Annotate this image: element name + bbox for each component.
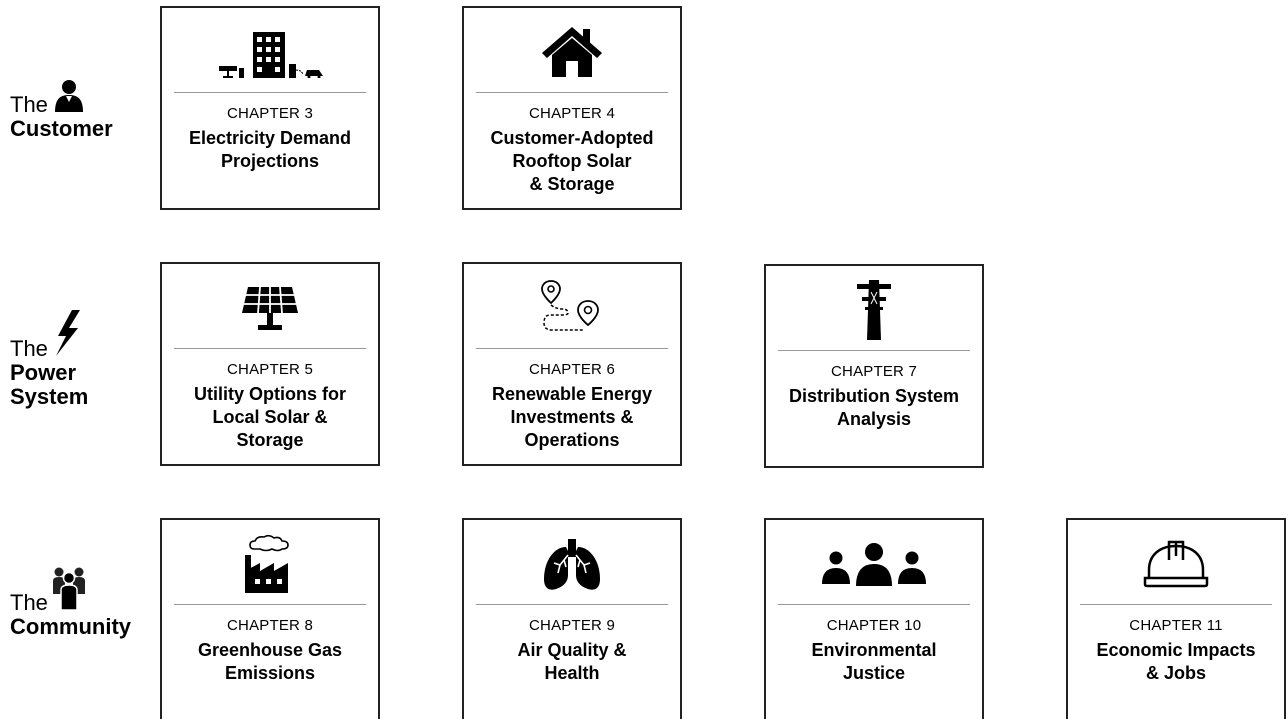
row-label-name-line2: System — [10, 384, 89, 409]
row-label-the: The — [10, 336, 48, 361]
chapter-number: CHAPTER 5 — [227, 361, 313, 378]
chapter-card-3[interactable]: CHAPTER 3 Electricity Demand Projections — [160, 6, 380, 210]
three-people-icon — [820, 542, 928, 591]
chapter-card-5[interactable]: CHAPTER 5 Utility Options for Local Sola… — [160, 262, 380, 466]
card-divider — [778, 350, 970, 351]
card-divider — [174, 92, 366, 93]
factory-smoke-icon — [242, 534, 298, 598]
card-divider — [1080, 604, 1272, 605]
lightning-bolt-icon — [52, 310, 82, 361]
row-label-name: Community — [10, 614, 131, 639]
house-icon — [541, 25, 603, 84]
chapter-number: CHAPTER 9 — [529, 617, 615, 634]
group-of-people-icon — [52, 566, 86, 615]
chapter-number: CHAPTER 6 — [529, 361, 615, 378]
map-route-pins-icon — [540, 279, 604, 342]
chapter-title: Environmental Justice — [811, 640, 937, 683]
card-divider — [476, 92, 668, 93]
card-divider — [476, 348, 668, 349]
card-divider — [476, 604, 668, 605]
transmission-tower-icon — [857, 279, 891, 345]
chapter-number: CHAPTER 3 — [227, 105, 313, 122]
row-label-customer: The Customer — [10, 78, 113, 141]
card-divider — [174, 348, 366, 349]
row-label-name: Customer — [10, 116, 113, 141]
chapter-number: CHAPTER 10 — [826, 617, 922, 634]
solar-panel-icon — [240, 285, 300, 336]
chapter-card-4[interactable]: CHAPTER 4 Customer-Adopted Rooftop Solar… — [462, 6, 682, 210]
row-label-power-system: The Power System — [10, 310, 88, 409]
chapter-title: Economic Impacts & Jobs — [1096, 640, 1256, 683]
chapter-number: CHAPTER 4 — [529, 105, 615, 122]
card-divider — [174, 604, 366, 605]
chapter-title: Utility Options for Local Solar & Storag… — [194, 384, 346, 450]
chapter-title: Electricity Demand Projections — [188, 128, 352, 171]
chapter-number: CHAPTER 7 — [831, 363, 917, 380]
chapter-title: Customer-Adopted Rooftop Solar & Storage — [490, 128, 654, 194]
chapter-title: Air Quality & Health — [517, 640, 627, 683]
row-label-the: The — [10, 590, 48, 615]
card-divider — [778, 604, 970, 605]
row-label-the: The — [10, 92, 48, 117]
building-solar-ev-icon — [215, 26, 325, 83]
row-label-name-line1: Power — [10, 360, 77, 385]
chapter-card-8[interactable]: CHAPTER 8 Greenhouse Gas Emissions — [160, 518, 380, 719]
chapter-card-7[interactable]: CHAPTER 7 Distribution System Analysis — [764, 264, 984, 468]
chapter-title: Renewable Energy Investments & Operation… — [491, 384, 653, 450]
chapter-title: Distribution System Analysis — [788, 386, 960, 429]
row-label-community: The Community — [10, 566, 131, 639]
chapter-card-10[interactable]: CHAPTER 10 Environmental Justice — [764, 518, 984, 719]
person-icon — [52, 78, 86, 117]
chapter-number: CHAPTER 11 — [1129, 617, 1223, 634]
chapter-card-11[interactable]: CHAPTER 11 Economic Impacts & Jobs — [1066, 518, 1286, 719]
hard-hat-icon — [1143, 540, 1209, 593]
chapter-card-9[interactable]: CHAPTER 9 Air Quality & Health — [462, 518, 682, 719]
chapter-card-6[interactable]: CHAPTER 6 Renewable Energy Investments &… — [462, 262, 682, 466]
lungs-icon — [542, 535, 602, 598]
chapter-number: CHAPTER 8 — [227, 617, 313, 634]
chapter-title: Greenhouse Gas Emissions — [197, 640, 343, 683]
